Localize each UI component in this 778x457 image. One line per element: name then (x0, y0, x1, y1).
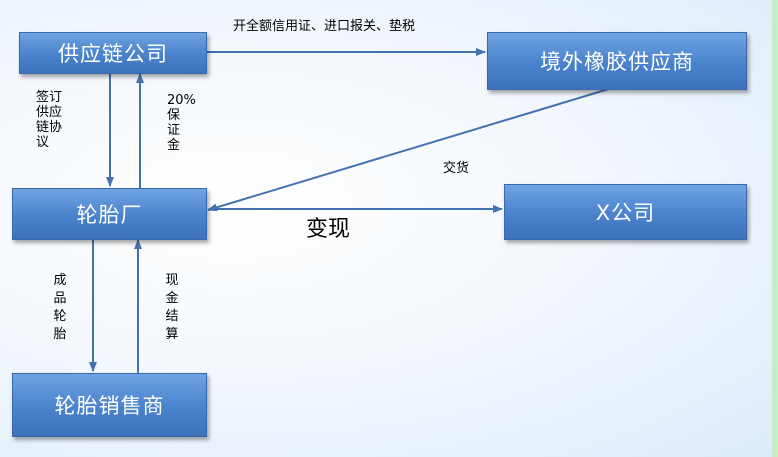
node-overseas-rubber-supplier: 境外橡胶供应商 (487, 32, 747, 90)
label-finished-tires: 成品轮胎 (53, 273, 67, 342)
node-tire-dealer: 轮胎销售商 (12, 373, 207, 437)
node-label: 供应链公司 (58, 42, 168, 66)
node-label: 境外橡胶供应商 (540, 50, 694, 74)
label-cash-out: 变现 (306, 217, 351, 242)
node-tire-factory: 轮胎厂 (12, 188, 207, 240)
label-sign-agreement: 签订供应链协议 (36, 90, 63, 150)
edge-strip (772, 0, 778, 457)
label-margin-deposit: 20%保证金 (167, 93, 196, 153)
node-supply-chain-company: 供应链公司 (19, 32, 207, 74)
label-cash-settlement: 现金结算 (165, 273, 179, 342)
node-x-company: X公司 (504, 184, 747, 240)
label-delivery: 交货 (443, 161, 470, 176)
label-credit-import-tax: 开全额信用证、进口报关、垫税 (233, 19, 416, 34)
node-label: 轮胎厂 (76, 203, 143, 227)
node-label: X公司 (595, 201, 656, 225)
node-label: 轮胎销售商 (54, 394, 165, 418)
arrow-overseas-to-tire (207, 87, 613, 212)
